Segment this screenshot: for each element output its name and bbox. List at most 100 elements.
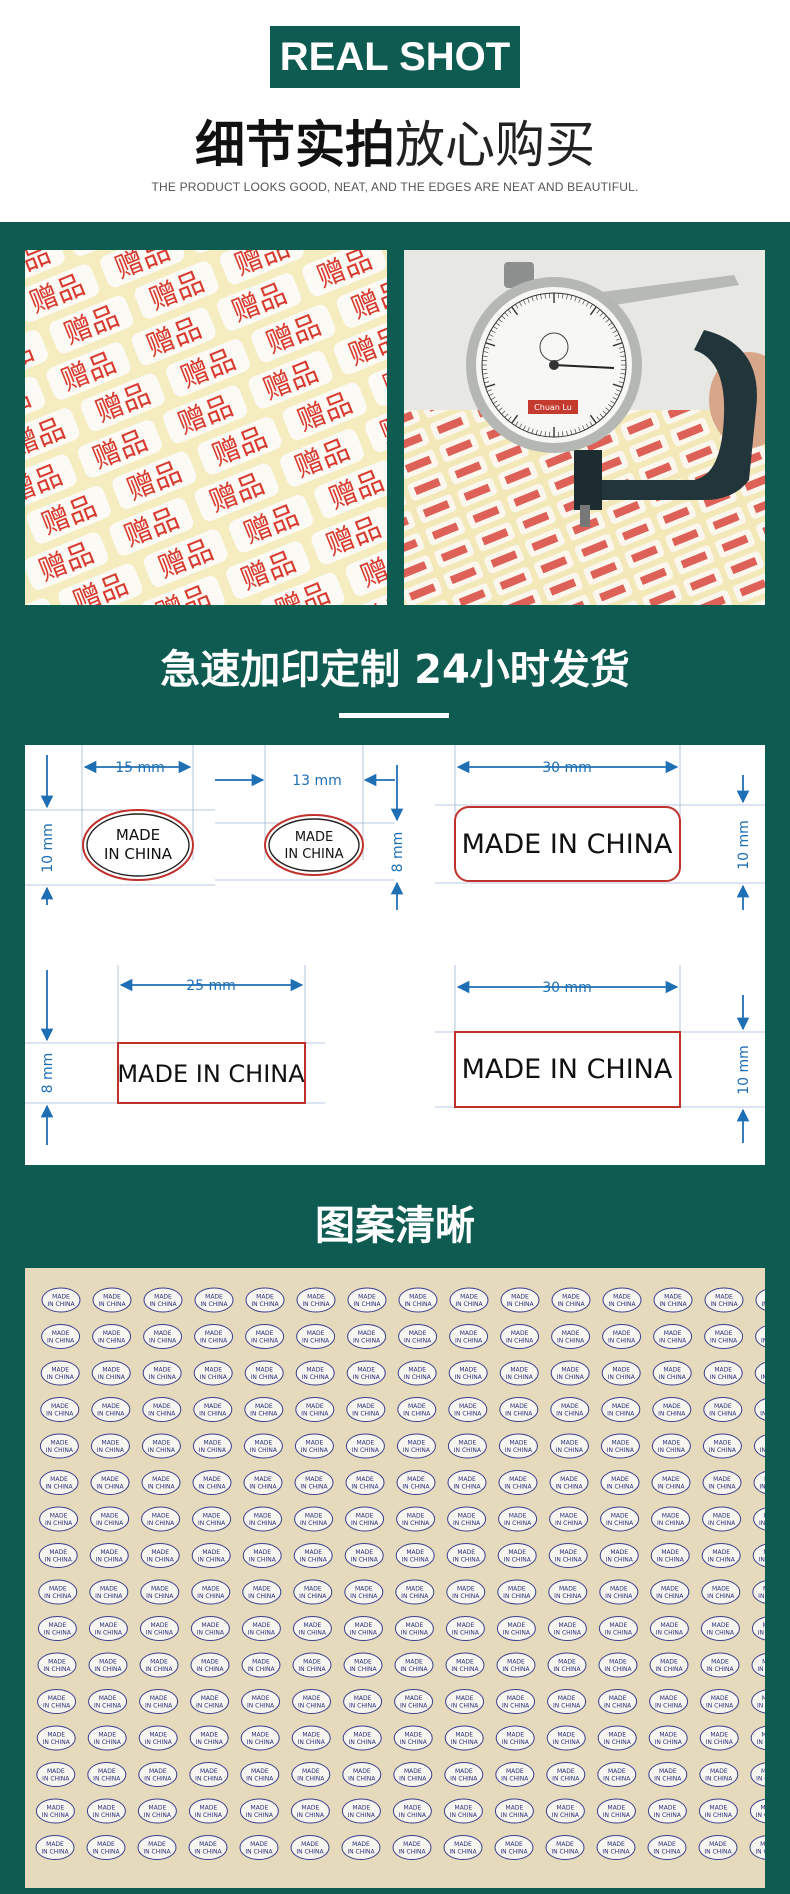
svg-text:MADE: MADE: [610, 1586, 628, 1593]
svg-text:IN CHINA: IN CHINA: [708, 1484, 736, 1491]
svg-text:IN CHINA: IN CHINA: [602, 1849, 630, 1856]
svg-text:MADE: MADE: [711, 1695, 729, 1702]
svg-text:IN CHINA: IN CHINA: [247, 1703, 275, 1710]
svg-text:MADE: MADE: [661, 1586, 679, 1593]
svg-text:MADE: MADE: [456, 1659, 474, 1666]
svg-text:MADE: MADE: [558, 1659, 576, 1666]
svg-text:IN CHINA: IN CHINA: [93, 1776, 121, 1783]
svg-text:MADE: MADE: [660, 1659, 678, 1666]
svg-text:IN CHINA: IN CHINA: [455, 1374, 483, 1381]
svg-text:IN CHINA: IN CHINA: [96, 1520, 124, 1527]
svg-text:MADE: MADE: [408, 1367, 426, 1374]
svg-text:IN CHINA: IN CHINA: [197, 1630, 225, 1637]
svg-text:MADE: MADE: [457, 1622, 475, 1629]
svg-text:MADE: MADE: [154, 1330, 172, 1337]
svg-text:IN CHINA: IN CHINA: [758, 1593, 765, 1600]
svg-text:IN CHINA: IN CHINA: [608, 1301, 636, 1308]
svg-text:IN CHINA: IN CHINA: [195, 1812, 223, 1819]
svg-text:IN CHINA: IN CHINA: [249, 1484, 277, 1491]
header-title-thin: 放心购买: [395, 116, 595, 174]
svg-text:MADE: MADE: [761, 1805, 765, 1812]
svg-text:MADE: MADE: [205, 1330, 223, 1337]
svg-text:IN CHINA: IN CHINA: [555, 1557, 583, 1564]
svg-text:IN CHINA: IN CHINA: [761, 1338, 765, 1345]
svg-text:IN CHINA: IN CHINA: [557, 1301, 585, 1308]
svg-text:MADE: MADE: [49, 1586, 67, 1593]
svg-text:MADE: MADE: [355, 1622, 373, 1629]
svg-text:MADE: MADE: [252, 1659, 270, 1666]
svg-text:MADE: MADE: [508, 1622, 526, 1629]
svg-text:IN CHINA: IN CHINA: [604, 1666, 632, 1673]
dim-height-10mm-oval: 10 mm: [40, 823, 56, 873]
svg-text:IN CHINA: IN CHINA: [501, 1812, 529, 1819]
svg-text:IN CHINA: IN CHINA: [194, 1849, 222, 1856]
svg-text:IN CHINA: IN CHINA: [659, 1338, 687, 1345]
svg-text:IN CHINA: IN CHINA: [656, 1593, 684, 1600]
svg-text:MADE: MADE: [353, 1732, 371, 1739]
svg-text:IN CHINA: IN CHINA: [300, 1557, 328, 1564]
svg-text:MADE: MADE: [658, 1841, 676, 1848]
svg-text:IN CHINA: IN CHINA: [296, 1849, 324, 1856]
svg-text:IN CHINA: IN CHINA: [95, 1630, 123, 1637]
svg-text:IN CHINA: IN CHINA: [251, 1374, 279, 1381]
svg-text:IN CHINA: IN CHINA: [148, 1447, 176, 1454]
svg-text:IN CHINA: IN CHINA: [97, 1447, 125, 1454]
svg-text:IN CHINA: IN CHINA: [94, 1703, 122, 1710]
svg-text:IN CHINA: IN CHINA: [46, 1447, 74, 1454]
svg-text:IN CHINA: IN CHINA: [710, 1374, 738, 1381]
svg-text:IN CHINA: IN CHINA: [505, 1411, 533, 1418]
svg-text:IN CHINA: IN CHINA: [198, 1520, 226, 1527]
svg-text:MADE: MADE: [152, 1513, 170, 1520]
svg-text:MADE: MADE: [556, 1841, 574, 1848]
svg-text:MADE: MADE: [457, 1549, 475, 1556]
svg-text:MADE: MADE: [252, 1695, 270, 1702]
svg-text:MADE: MADE: [152, 1476, 170, 1483]
svg-text:IN CHINA: IN CHINA: [401, 1630, 429, 1637]
svg-text:MADE: MADE: [255, 1403, 273, 1410]
svg-text:MADE: MADE: [201, 1695, 219, 1702]
svg-text:IN CHINA: IN CHINA: [759, 1520, 765, 1527]
svg-text:IN CHINA: IN CHINA: [506, 1301, 534, 1308]
svg-text:IN CHINA: IN CHINA: [402, 1484, 430, 1491]
svg-text:MADE: MADE: [459, 1403, 477, 1410]
svg-text:MADE: MADE: [303, 1659, 321, 1666]
svg-text:IN CHINA: IN CHINA: [708, 1557, 736, 1564]
svg-text:MADE: MADE: [506, 1805, 524, 1812]
svg-text:IN CHINA: IN CHINA: [198, 1484, 226, 1491]
svg-text:IN CHINA: IN CHINA: [656, 1630, 684, 1637]
svg-text:IN CHINA: IN CHINA: [500, 1849, 528, 1856]
svg-text:IN CHINA: IN CHINA: [196, 1666, 224, 1673]
svg-text:赠品: 赠品: [25, 380, 35, 432]
svg-text:MADE: MADE: [557, 1768, 575, 1775]
svg-text:MADE: MADE: [510, 1367, 528, 1374]
svg-text:赠品: 赠品: [375, 398, 387, 450]
svg-text:IN CHINA: IN CHINA: [654, 1776, 682, 1783]
svg-text:MADE: MADE: [764, 1476, 765, 1483]
svg-text:IN CHINA: IN CHINA: [501, 1776, 529, 1783]
svg-text:IN CHINA: IN CHINA: [94, 1666, 122, 1673]
svg-text:IN CHINA: IN CHINA: [351, 1520, 379, 1527]
svg-text:IN CHINA: IN CHINA: [450, 1776, 478, 1783]
svg-text:MADE: MADE: [561, 1440, 579, 1447]
svg-text:MADE: MADE: [404, 1805, 422, 1812]
svg-text:IN CHINA: IN CHINA: [46, 1411, 74, 1418]
svg-text:MADE: MADE: [664, 1330, 682, 1337]
svg-text:IN CHINA: IN CHINA: [198, 1557, 226, 1564]
svg-text:MADE: MADE: [510, 1440, 528, 1447]
svg-text:IN CHINA: IN CHINA: [401, 1593, 429, 1600]
svg-text:IN CHINA: IN CHINA: [503, 1593, 531, 1600]
svg-text:MADE: MADE: [662, 1476, 680, 1483]
svg-text:IN CHINA: IN CHINA: [554, 1630, 582, 1637]
svg-text:IN CHINA: IN CHINA: [45, 1557, 73, 1564]
svg-text:IN CHINA: IN CHINA: [350, 1593, 378, 1600]
svg-text:IN CHINA: IN CHINA: [605, 1593, 633, 1600]
svg-text:MADE: MADE: [710, 1732, 728, 1739]
svg-text:MADE: MADE: [459, 1440, 477, 1447]
dim-width-30mm-bottom: 30 mm: [542, 980, 592, 996]
svg-text:IN CHINA: IN CHINA: [200, 1374, 228, 1381]
svg-text:MADE: MADE: [458, 1513, 476, 1520]
svg-text:IN CHINA: IN CHINA: [145, 1739, 173, 1746]
svg-text:IN CHINA: IN CHINA: [144, 1812, 172, 1819]
svg-text:IN CHINA: IN CHINA: [707, 1593, 735, 1600]
svg-text:IN CHINA: IN CHINA: [302, 1374, 330, 1381]
